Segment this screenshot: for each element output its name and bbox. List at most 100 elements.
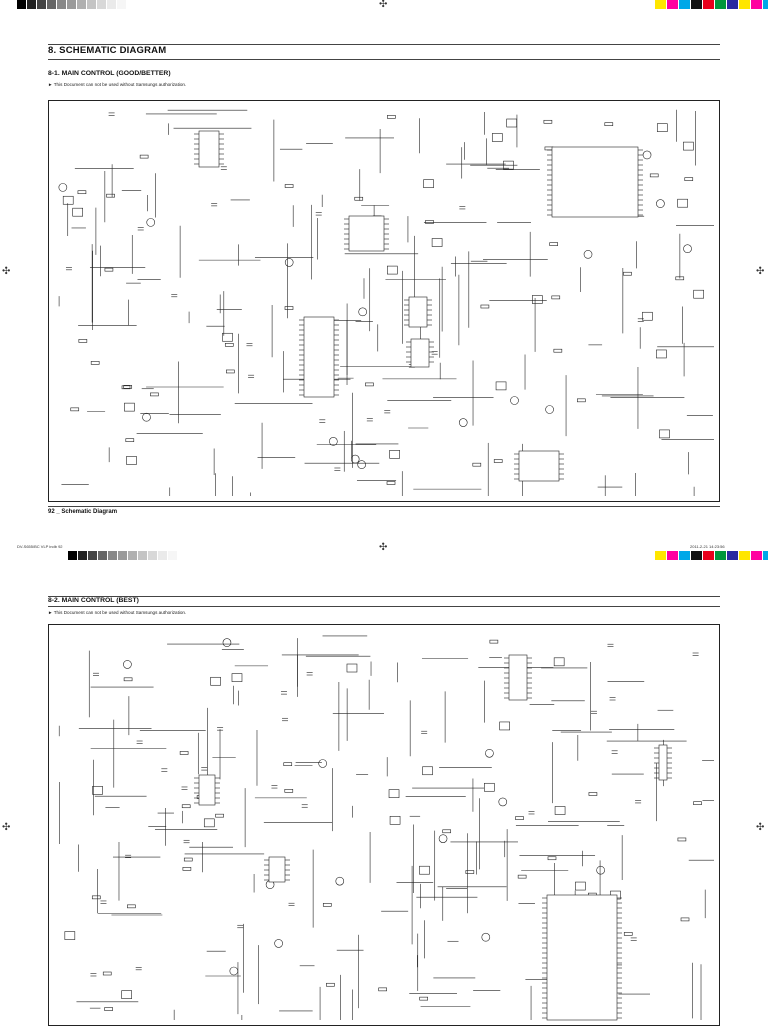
transistor	[222, 638, 232, 647]
transistor	[642, 150, 652, 160]
resistor	[77, 190, 87, 195]
resistor	[106, 193, 115, 198]
transistor	[146, 218, 156, 227]
gray-swatch	[37, 0, 47, 9]
resistor	[326, 982, 335, 987]
grayscale-bar-top	[17, 0, 127, 9]
resistor	[284, 306, 294, 310]
color-swatch	[655, 551, 667, 560]
resistor	[623, 271, 632, 276]
footer-rule	[48, 506, 720, 507]
transistor	[284, 258, 294, 267]
schematic-diagram-1	[48, 100, 720, 502]
ic-chip	[348, 215, 385, 252]
resistor	[386, 481, 396, 485]
color-swatch	[727, 0, 739, 9]
slug-left: DV-S655/BC VLP indb 92	[17, 544, 63, 549]
resistor	[226, 369, 235, 374]
color-swatch	[715, 0, 727, 9]
color-swatch	[751, 551, 763, 560]
resistor	[181, 804, 191, 809]
resistor	[649, 173, 659, 178]
transistor	[656, 199, 665, 208]
resistor	[284, 789, 294, 793]
resistor	[577, 398, 586, 403]
section-bottom-rule	[48, 59, 720, 60]
resistor	[543, 119, 553, 124]
resistor	[215, 813, 224, 818]
resistor	[480, 304, 490, 309]
resistor	[693, 801, 702, 805]
resistor	[179, 751, 189, 755]
gray-swatch	[118, 551, 128, 560]
gray-swatch	[97, 0, 107, 9]
diagram2-top-rule	[48, 596, 720, 597]
resistor	[515, 816, 524, 820]
resistor	[224, 343, 234, 347]
transistor	[510, 396, 519, 405]
gray-swatch	[148, 551, 158, 560]
transistor	[329, 437, 338, 446]
transistor	[229, 966, 239, 976]
color-swatch	[667, 0, 679, 9]
gray-swatch	[77, 0, 87, 9]
optocoupler	[389, 450, 400, 459]
schematic-2-drawing	[58, 635, 714, 1021]
transistor	[350, 454, 360, 464]
color-swatch	[655, 0, 667, 9]
gray-swatch	[17, 0, 27, 9]
optocoupler	[423, 179, 434, 188]
gray-swatch	[67, 0, 77, 9]
resistor	[104, 267, 114, 272]
resistor	[517, 874, 527, 879]
optocoupler	[506, 118, 517, 128]
optocoupler	[656, 123, 668, 132]
resistor	[677, 837, 687, 842]
diagram1-title: 8-1. MAIN CONTROL (GOOD/BETTER)	[48, 70, 171, 77]
resistor	[551, 295, 561, 300]
gray-swatch	[88, 551, 98, 560]
registration-mark-right2-icon: ✣	[756, 822, 765, 833]
gray-swatch	[107, 0, 117, 9]
ic-chip	[268, 856, 286, 883]
resistor	[70, 407, 80, 412]
optocoupler	[121, 990, 132, 999]
resistor	[547, 856, 557, 861]
gray-swatch	[57, 0, 67, 9]
diagram2-note: ► This Document can not be used without …	[48, 610, 187, 615]
grayscale-bar-middle	[68, 551, 178, 560]
gray-swatch	[128, 551, 138, 560]
resistor	[150, 392, 159, 397]
registration-mark-left-icon: ✣	[2, 266, 11, 277]
ic-chip	[508, 654, 528, 701]
section-title: 8. SCHEMATIC DIAGRAM	[48, 45, 167, 56]
resistor	[489, 639, 499, 644]
resistor	[425, 220, 434, 224]
optocoupler	[659, 429, 670, 439]
optocoupler	[677, 198, 688, 208]
transistor	[142, 412, 151, 422]
color-swatch	[691, 551, 703, 560]
optocoupler	[422, 766, 433, 776]
resistor	[684, 177, 694, 181]
resistor	[623, 932, 633, 936]
optocoupler	[210, 676, 221, 686]
resistor	[465, 870, 475, 874]
resistor	[123, 385, 133, 389]
optocoupler	[203, 818, 215, 828]
color-bar-top	[655, 0, 768, 9]
resistor	[549, 242, 558, 246]
transistor	[358, 307, 367, 317]
transistor	[481, 932, 491, 942]
gray-swatch	[78, 551, 88, 560]
transistor	[357, 460, 366, 469]
optocoupler	[222, 332, 233, 342]
optocoupler	[126, 456, 137, 465]
optocoupler	[495, 381, 507, 391]
resistor	[588, 792, 598, 796]
optocoupler	[124, 402, 135, 412]
transistor	[545, 405, 554, 414]
schematic-wiring	[58, 635, 714, 1021]
resistor	[182, 867, 192, 871]
transistor	[683, 244, 692, 254]
